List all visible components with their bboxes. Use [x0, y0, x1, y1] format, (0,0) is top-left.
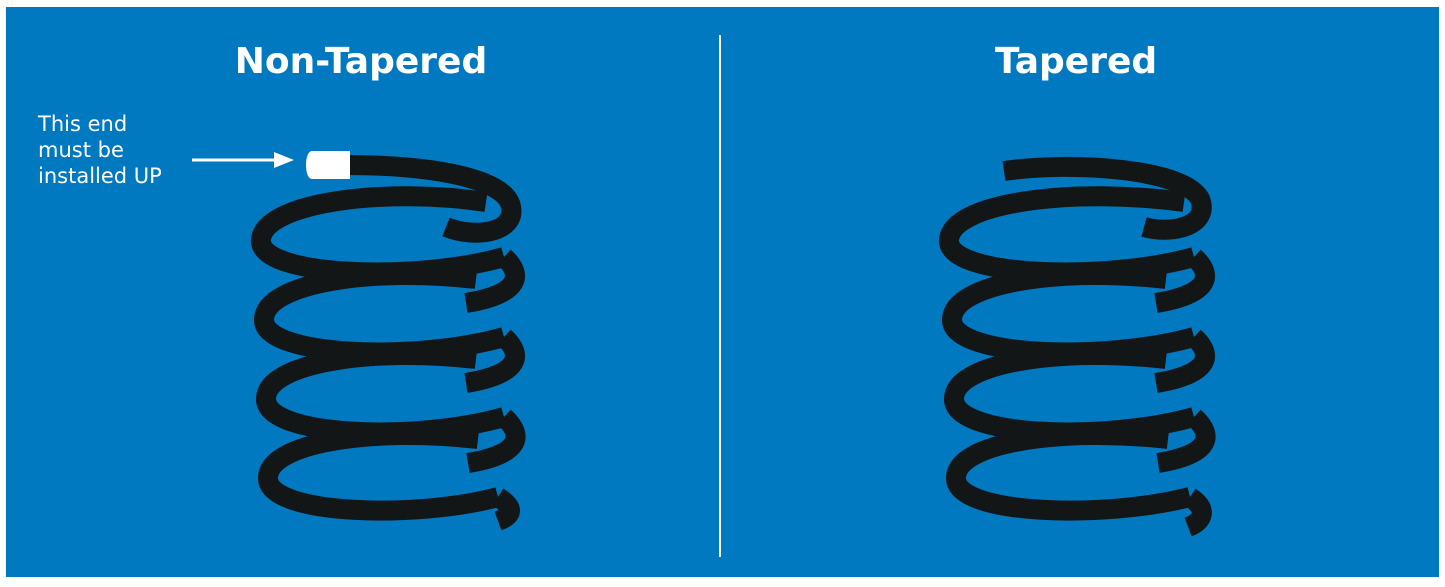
- spring-end-marker: [306, 151, 350, 179]
- install-note-line-3: installed UP: [38, 164, 162, 188]
- panel-divider: [719, 35, 721, 557]
- tapered-spring-icon: [939, 156, 1216, 537]
- install-note-line-1: This end: [38, 112, 128, 136]
- non-tapered-spring-icon: [251, 155, 526, 531]
- install-note-line-2: must be: [38, 138, 124, 162]
- non-tapered-title: Non-Tapered: [234, 41, 488, 82]
- install-note: This end must be installed UP: [38, 111, 162, 189]
- tapered-title: Tapered: [994, 41, 1158, 82]
- arrow-right-icon: [192, 152, 294, 168]
- diagram-panel: Non-Tapered Tapered This end must be ins…: [6, 7, 1439, 577]
